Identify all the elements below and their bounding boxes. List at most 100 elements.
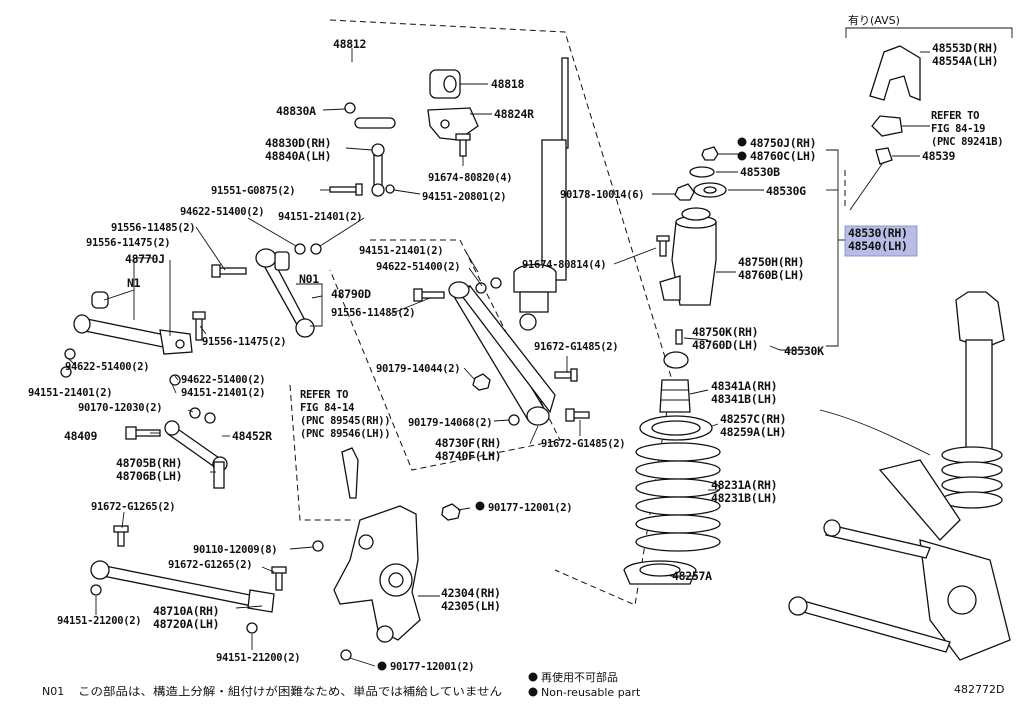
label-48750K[interactable]: 48750K(RH) [692, 325, 759, 339]
upper-mount-48750H[interactable] [659, 207, 717, 306]
label-94151-21401-a[interactable]: 94151-21401(2) [278, 211, 363, 223]
label-91672-G1265-b[interactable]: 91672-G1265(2) [168, 559, 253, 571]
label-48530G[interactable]: 48530G [766, 184, 806, 198]
nut-90177-12001-a[interactable] [441, 503, 461, 521]
label-90177-12001-b[interactable]: 90177-12001(2) [390, 661, 475, 673]
label-94151-20801[interactable]: 94151-20801(2) [422, 191, 507, 203]
label-48730F[interactable]: 48730F(RH) [435, 436, 502, 450]
label-48790D[interactable]: 48790D [331, 287, 371, 301]
refer-fig-84-14-line2[interactable]: FIG 84-14 [300, 402, 355, 414]
label-90170-12030[interactable]: 90170-12030(2) [78, 402, 163, 414]
label-48257C[interactable]: 48257C(RH) [720, 412, 787, 426]
label-48750H[interactable]: 48750H(RH) [738, 255, 805, 269]
label-94151-21200-a[interactable]: 94151-21200(2) [57, 615, 142, 627]
bolt-91672-G1485-b[interactable] [565, 408, 590, 422]
label-48818[interactable]: 48818 [491, 77, 525, 91]
label-94622-51400-mid[interactable]: 94622-51400(2) [376, 261, 461, 273]
label-48824R[interactable]: 48824R [494, 107, 534, 121]
label-48840A[interactable]: 48840A(LH) [265, 149, 332, 163]
label-48231B[interactable]: 48231B(LH) [711, 491, 778, 505]
bolt-91556-11485-b[interactable] [413, 288, 445, 302]
label-48760C[interactable]: 48760C(LH) [750, 149, 817, 163]
label-94151-21401-b[interactable]: 94151-21401(2) [359, 245, 444, 257]
label-48760D[interactable]: 48760D(LH) [692, 338, 759, 352]
label-90110-12009[interactable]: 90110-12009(8) [193, 544, 278, 556]
spacer-48750K[interactable] [675, 329, 683, 345]
lower-arm-48730F[interactable] [448, 281, 556, 426]
label-91556-11485-b[interactable]: 91556-11485(2) [331, 307, 416, 319]
label-94151-21401-c[interactable]: 94151-21401(2) [28, 387, 113, 399]
washer-94622-51400-top[interactable] [294, 243, 306, 255]
bolt-91672-G1485-a[interactable] [554, 368, 578, 382]
washer-48530G[interactable] [693, 182, 727, 198]
label-91674-80820[interactable]: 91674-80820(4) [428, 172, 513, 184]
label-48740F[interactable]: 48740F(LH) [435, 449, 502, 463]
nut-94151-21401-c[interactable] [169, 374, 181, 386]
washer-94622-51400-mid[interactable] [475, 282, 487, 294]
label-N01[interactable]: N01 [299, 272, 320, 286]
upper-insulator-48257C[interactable] [639, 415, 713, 441]
label-48452R[interactable]: 48452R [232, 429, 272, 443]
nut-90179-14044[interactable] [472, 373, 491, 391]
label-94622-51400-right[interactable]: 94622-51400(2) [181, 374, 266, 386]
label-48540[interactable]: 48540(LH) [848, 239, 908, 253]
label-48530[interactable]: 48530(RH) [848, 226, 908, 240]
bolt-91556-11485-a[interactable] [211, 264, 247, 278]
bolt-90110-12009[interactable] [312, 540, 324, 552]
nut-94151-21401-a[interactable] [310, 243, 322, 255]
label-48706B[interactable]: 48706B(LH) [116, 469, 183, 483]
washer-94622-51400-low[interactable] [64, 348, 76, 360]
label-48554A[interactable]: 48554A(LH) [932, 54, 999, 68]
bolt-91551-G0875[interactable] [329, 183, 363, 196]
stabilizer-link-48830D[interactable] [371, 143, 385, 197]
bracket-48553D[interactable] [869, 45, 921, 101]
label-48720A[interactable]: 48720A(LH) [153, 617, 220, 631]
label-48553D[interactable]: 48553D(RH) [932, 41, 999, 55]
stabilizer-bar-48812[interactable] [249, 38, 399, 129]
bolt-91674-80820[interactable] [455, 133, 471, 157]
link-48770J[interactable] [73, 314, 193, 355]
label-91556-11475-b[interactable]: 91556-11475(2) [202, 336, 287, 348]
nut-94151-21200-a[interactable] [90, 584, 102, 596]
bolt-91672-G1265-a[interactable] [113, 525, 129, 547]
label-94622-51400-top[interactable]: 94622-51400(2) [180, 206, 265, 218]
label-48830D[interactable]: 48830D(RH) [265, 136, 332, 150]
carrier-42304[interactable] [333, 505, 421, 643]
label-48231A[interactable]: 48231A(RH) [711, 478, 778, 492]
sensor-link[interactable] [341, 447, 359, 499]
label-48530K[interactable]: 48530K [784, 344, 824, 358]
label-91556-11485-a[interactable]: 91556-11485(2) [111, 222, 196, 234]
stabilizer-bracket-48824R[interactable] [427, 107, 479, 141]
lower-insulator-48257A[interactable] [623, 560, 697, 585]
upper-arm-48790D[interactable] [255, 248, 315, 338]
label-48530B[interactable]: 48530B [740, 165, 780, 179]
refer-fig-84-19-line2[interactable]: FIG 84-19 [931, 123, 986, 135]
bump-stopper-48341A[interactable] [659, 379, 691, 413]
nut-90179-14068[interactable] [508, 414, 520, 426]
label-94151-21401-d[interactable]: 94151-21401(2) [181, 387, 266, 399]
label-90178-10014[interactable]: 90178-10014(6) [560, 189, 645, 201]
label-48341B[interactable]: 48341B(LH) [711, 392, 778, 406]
link-48452R[interactable] [164, 420, 228, 489]
label-48409[interactable]: 48409 [64, 429, 98, 443]
label-91672-G1485-b[interactable]: 91672-G1485(2) [541, 438, 626, 450]
nut-94151-20801[interactable] [385, 184, 395, 194]
label-94622-51400-low[interactable]: 94622-51400(2) [65, 361, 150, 373]
nut-94151-21200-b[interactable] [246, 622, 258, 634]
label-91674-80814[interactable]: 91674-80814(4) [522, 259, 607, 271]
stabilizer-bushing-48818[interactable] [429, 69, 461, 99]
cushion-48530K[interactable] [663, 351, 689, 369]
clip-48539[interactable] [875, 147, 893, 165]
label-48341A[interactable]: 48341A(RH) [711, 379, 778, 393]
bushing-N1[interactable] [91, 291, 109, 309]
label-91556-11475-a[interactable]: 91556-11475(2) [86, 237, 171, 249]
nut-90177-12001-b[interactable] [340, 649, 352, 661]
label-48830A[interactable]: 48830A [276, 104, 316, 118]
label-48705B[interactable]: 48705B(RH) [116, 456, 183, 470]
nut-48830A[interactable] [344, 102, 356, 114]
shock-absorber[interactable] [513, 57, 569, 331]
label-48770J[interactable]: 48770J [125, 252, 165, 266]
bolt-91672-G1265-b[interactable] [271, 566, 287, 591]
label-48257A[interactable]: 48257A [672, 569, 712, 583]
label-91672-G1265-a[interactable]: 91672-G1265(2) [91, 501, 176, 513]
